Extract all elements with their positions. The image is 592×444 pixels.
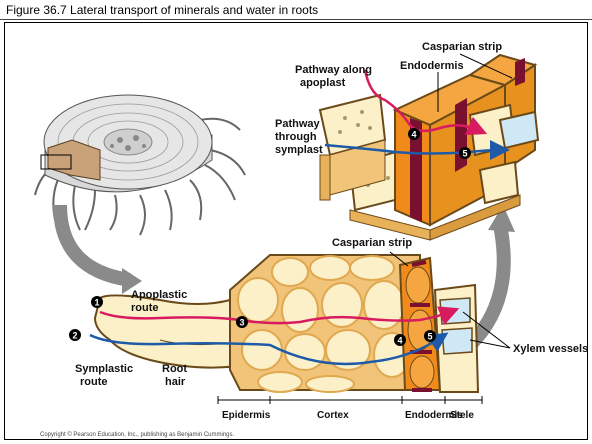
copyright-notice: Copyright © Pearson Education, Inc., pub… [40, 432, 234, 438]
marker-4-bottom: 4 [394, 334, 406, 346]
label-apoplastic-2: route [131, 302, 159, 314]
label-xylem-vessels: Xylem vessels [513, 343, 588, 355]
label-pathway-symplast-1: Pathway [275, 118, 321, 130]
svg-text:5: 5 [427, 332, 432, 342]
marker-1: 1 [91, 296, 103, 308]
label-casparian-strip-top: Casparian strip [422, 41, 502, 53]
label-casparian-strip-bottom: Casparian strip [332, 237, 412, 249]
label-symplastic-2: route [80, 376, 108, 388]
enlarge-arrow [60, 205, 130, 280]
label-cortex: Cortex [317, 410, 349, 421]
label-pathway-symplast-2: through [275, 131, 317, 143]
label-pathway-apoplast-2: apoplast [300, 77, 346, 89]
svg-text:5: 5 [462, 149, 467, 159]
label-endodermis-top: Endodermis [400, 60, 464, 72]
svg-text:4: 4 [397, 336, 402, 346]
svg-text:1: 1 [94, 298, 99, 308]
svg-text:4: 4 [411, 130, 416, 140]
svg-text:3: 3 [239, 318, 244, 328]
label-epidermis: Epidermis [222, 410, 271, 421]
label-pathway-apoplast-1: Pathway along [295, 64, 372, 76]
marker-5-bottom: 5 [424, 330, 436, 342]
marker-3: 3 [236, 316, 248, 328]
region-brackets [218, 396, 482, 404]
label-root-hair-2: hair [165, 376, 186, 388]
marker-5-top: 5 [459, 147, 471, 159]
label-symplastic-1: Symplastic [75, 363, 133, 375]
svg-text:2: 2 [72, 331, 77, 341]
marker-4-top: 4 [408, 128, 420, 140]
marker-2: 2 [69, 329, 81, 341]
label-stele: Stele [450, 410, 474, 421]
label-root-hair-1: Root [162, 363, 187, 375]
label-pathway-symplast-3: symplast [275, 144, 323, 156]
label-apoplastic-1: Apoplastic [131, 289, 187, 301]
